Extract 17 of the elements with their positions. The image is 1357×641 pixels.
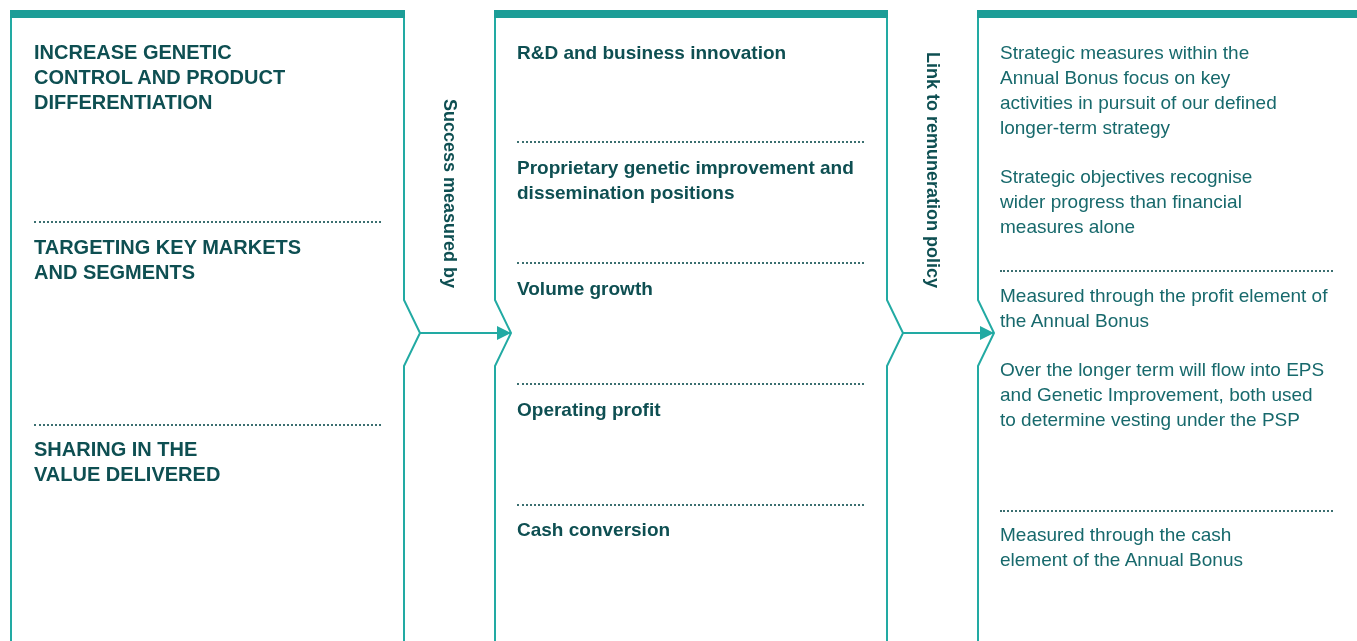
measure-label: Proprietary genetic improvement and dissemination positions [517,155,862,205]
heading: TARGETING KEY MARKETS AND SEGMENTS [34,235,334,285]
measure-label: Cash conversion [517,517,877,542]
description-text: Strategic objectives recognise wider progress than financial measures alone [1000,165,1254,239]
description-text: Strategic measures within the Annual Bonus focus on key activities in pursuit of our defined longer-term strategy [1000,41,1278,140]
arrow [419,326,512,340]
heading: INCREASE GENETIC CONTROL AND PRODUCT DIFFERENTIATION [34,40,334,115]
description-text: Over the longer term will flow into EPS and Genetic Improvement, both used to determine vesting under the PSP [1000,358,1326,432]
measure-label: Volume growth [517,276,877,301]
arrow [902,326,995,340]
description-text: Measured through the profit element of the Annual Bonus [1000,284,1329,333]
description-text: Measured through the cash element of the Annual Bonus [1000,522,1290,572]
edge-label: Success measured by [439,99,460,289]
measure-label: Operating profit [517,397,877,422]
measure-label: R&D and business innovation [517,40,877,65]
edge-label: Link to remuneration policy [922,52,943,289]
heading: SHARING IN THE VALUE DELIVERED [34,437,224,487]
